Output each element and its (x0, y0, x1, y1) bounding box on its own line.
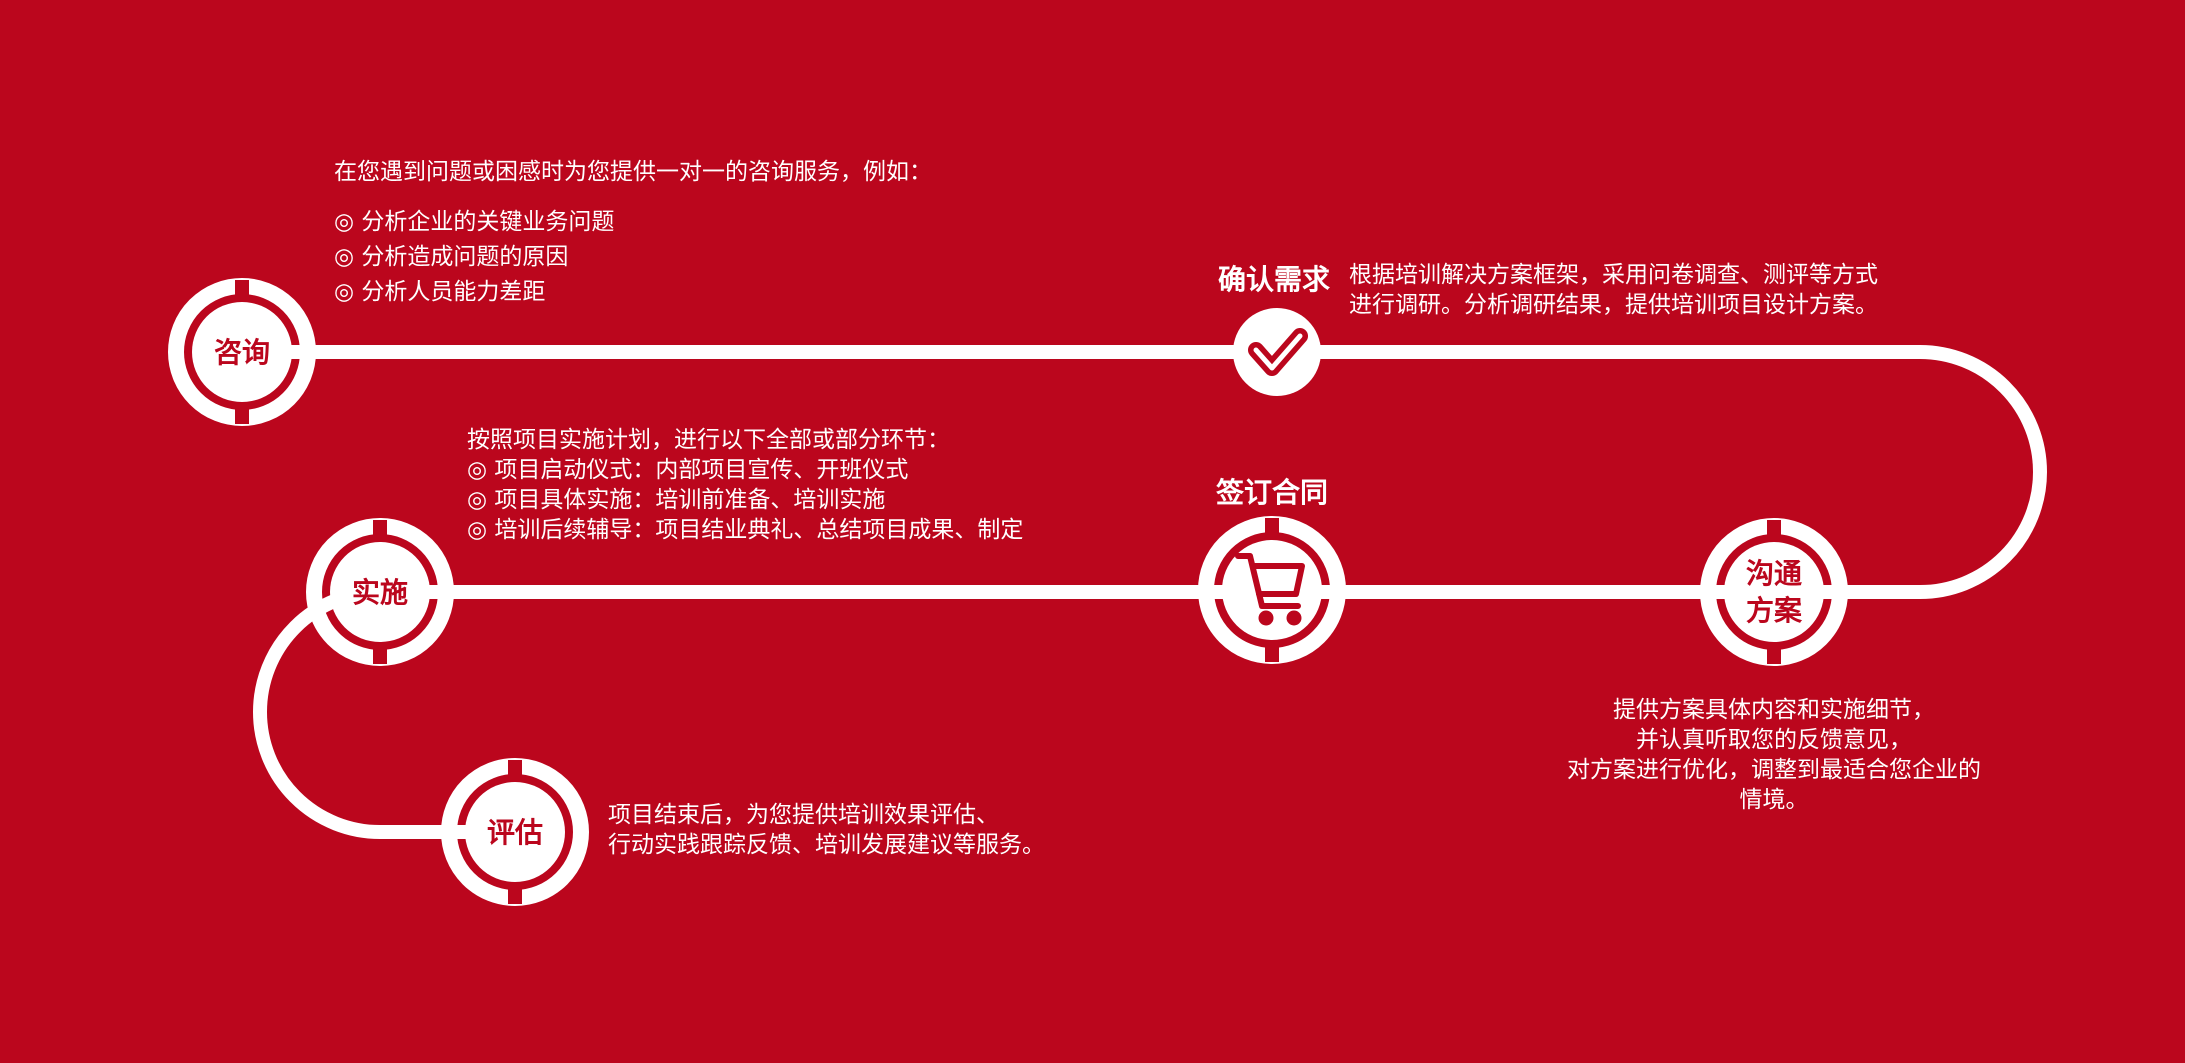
confirm-title: 确认需求 (1218, 263, 1331, 296)
node-implement: 实施 (306, 518, 454, 666)
communicate-desc-line-3: 对方案进行优化，调整到最适合您企业的 (1567, 757, 1981, 783)
evaluate-desc-line-2: 行动实践跟踪反馈、培训发展建议等服务。 (608, 832, 1045, 858)
communicate-desc-line-4: 情境。 (1739, 787, 1809, 813)
node-communicate-label-line1: 沟通 (1746, 557, 1802, 590)
implement-intro: 按照项目实施计划，进行以下全部或部分环节： (467, 427, 950, 453)
sign-title: 签订合同 (1216, 476, 1329, 509)
confirm-desc-line-1: 根据培训解决方案框架，采用问卷调查、测评等方式 (1349, 262, 1878, 288)
communicate-desc-line-2: 并认真听取您的反馈意见， (1636, 727, 1912, 753)
node-consult: 咨询 (168, 278, 316, 426)
implement-item-3: ◎ 培训后续辅导：项目结业典礼、总结项目成果、制定 (467, 517, 1024, 543)
implement-item-2: ◎ 项目具体实施：培训前准备、培训实施 (467, 487, 886, 513)
shopping-cart-icon (1235, 553, 1305, 626)
implement-item-1: ◎ 项目启动仪式：内部项目宣传、开班仪式 (467, 457, 909, 483)
node-consult-label: 咨询 (214, 336, 270, 369)
consult-item-3: ◎ 分析人员能力差距 (334, 279, 546, 305)
node-confirm (1233, 308, 1321, 396)
consult-item-1: ◎ 分析企业的关键业务问题 (334, 209, 615, 235)
node-communicate-label-line2: 方案 (1746, 594, 1803, 627)
node-implement-label: 实施 (352, 576, 408, 609)
confirm-desc-line-2: 进行调研。分析调研结果，提供培训项目设计方案。 (1349, 292, 1878, 318)
evaluate-desc-line-1: 项目结束后，为您提供培训效果评估、 (608, 802, 999, 828)
check-icon (1248, 328, 1308, 376)
node-evaluate-label: 评估 (487, 816, 543, 849)
consult-item-2: ◎ 分析造成问题的原因 (334, 244, 569, 270)
flow-track (235, 345, 2047, 839)
consult-intro: 在您遇到问题或困感时为您提供一对一的咨询服务，例如： (334, 159, 932, 185)
node-sign (1198, 516, 1346, 664)
node-evaluate: 评估 (441, 758, 589, 906)
communicate-desc-line-1: 提供方案具体内容和实施细节， (1613, 697, 1935, 723)
node-communicate: 沟通 方案 (1700, 518, 1848, 666)
